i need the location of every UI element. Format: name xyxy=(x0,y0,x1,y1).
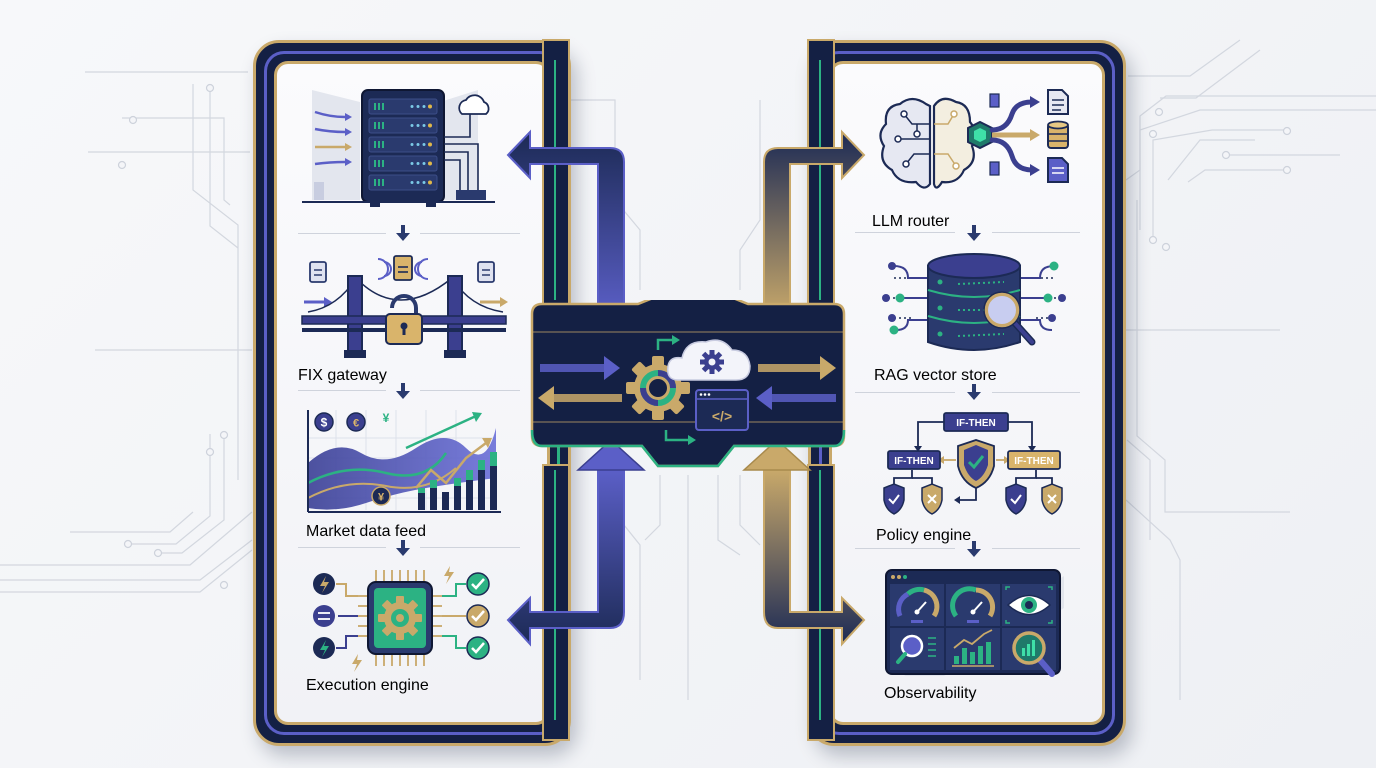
market-chart-icon: $ € ¥ ¥ xyxy=(307,410,501,513)
cloud-gear-icon xyxy=(666,339,751,381)
divider xyxy=(992,392,1080,393)
stage-label: Observability xyxy=(884,685,977,702)
shield-x-icon xyxy=(921,483,943,515)
down-arrow-icon xyxy=(396,540,410,556)
lightning-icon xyxy=(320,576,329,593)
stage-rag-vector-store[interactable]: RAG vector store xyxy=(874,250,1074,384)
svg-text:¥: ¥ xyxy=(383,411,390,425)
arrow-hub-to-observability xyxy=(742,438,866,647)
svg-text:¥: ¥ xyxy=(378,492,385,504)
dashboard-icon xyxy=(885,569,1064,677)
divider xyxy=(420,390,520,391)
magnifier-icon xyxy=(896,634,936,664)
chip-gear-icon xyxy=(313,566,490,672)
svg-text:IF-THEN: IF-THEN xyxy=(1014,456,1053,467)
integration-hub[interactable]: </> xyxy=(528,294,848,475)
document-icon xyxy=(1047,89,1069,115)
magnifier-icon xyxy=(983,291,1036,346)
shield-check-icon xyxy=(1005,483,1027,515)
stage-label: LLM router xyxy=(872,213,950,230)
divider xyxy=(855,232,955,233)
shield-x-icon xyxy=(1041,483,1063,515)
divider xyxy=(298,233,386,234)
svg-text:</>: </> xyxy=(712,408,732,424)
arrow-out-left-icon xyxy=(538,386,622,410)
down-arrow-icon xyxy=(396,225,410,241)
check-icon xyxy=(471,642,485,654)
svg-text:$: $ xyxy=(321,416,328,430)
arrow-in-right-icon xyxy=(756,386,836,410)
rail-right xyxy=(807,39,835,741)
document-icon xyxy=(1047,157,1069,183)
stage-label: Policy engine xyxy=(876,527,972,544)
gear-icon xyxy=(378,596,422,640)
stage-label: FIX gateway xyxy=(298,367,387,384)
svg-text:IF-THEN: IF-THEN xyxy=(894,456,933,467)
stage-label: Market data feed xyxy=(306,523,427,540)
stage-llm-router[interactable]: LLM router xyxy=(872,84,1082,230)
brain-router-icon xyxy=(879,89,1069,189)
gauge-icon xyxy=(896,586,996,618)
document-icon xyxy=(309,261,327,283)
down-arrow-icon xyxy=(967,384,981,400)
bridge-lock-icon xyxy=(301,255,508,358)
divider xyxy=(992,548,1080,549)
arrow-out-right-icon xyxy=(758,356,836,380)
divider xyxy=(298,547,386,548)
shield-check-icon xyxy=(883,483,905,515)
svg-text:IF-THEN: IF-THEN xyxy=(956,418,995,429)
server-rack-icon xyxy=(302,89,495,207)
stage-observability[interactable]: Observability xyxy=(884,568,1074,708)
divider xyxy=(420,547,520,548)
database-icon xyxy=(1047,120,1069,149)
divider xyxy=(992,232,1080,233)
arrow-hub-to-execution xyxy=(506,438,646,647)
flow-arrow-icon xyxy=(656,338,688,442)
eye-icon xyxy=(1005,586,1053,624)
code-window-icon: </> xyxy=(695,389,749,431)
hub-body: </> xyxy=(530,294,846,468)
arrow-in-left-icon xyxy=(540,356,620,380)
stage-ingress[interactable] xyxy=(300,82,520,222)
down-arrow-icon xyxy=(396,383,410,399)
stage-label: Execution engine xyxy=(306,677,429,694)
magnifier-chart-icon xyxy=(1012,631,1055,677)
lightning-icon xyxy=(320,640,329,657)
check-icon xyxy=(471,610,485,622)
divider xyxy=(298,390,386,391)
svg-text:€: € xyxy=(353,418,359,430)
stage-fix-gateway[interactable]: FIX gateway xyxy=(298,252,518,384)
stage-policy-engine[interactable]: IF-THEN IF-THEN IF-THEN Policy engine xyxy=(876,410,1076,544)
stage-label: RAG vector store xyxy=(874,367,997,384)
stage-market-data-feed[interactable]: $ € ¥ ¥ Market data feed xyxy=(306,408,506,540)
divider xyxy=(855,548,955,549)
currency-coin-icon: $ € ¥ ¥ xyxy=(314,411,391,506)
divider xyxy=(855,392,955,393)
stage-execution-engine[interactable]: Execution engine xyxy=(306,562,506,702)
down-arrow-icon xyxy=(967,225,981,241)
divider xyxy=(420,233,520,234)
database-search-icon xyxy=(882,253,1066,351)
check-icon xyxy=(471,578,485,590)
bar-chart-icon xyxy=(952,629,994,667)
down-arrow-icon xyxy=(967,541,981,557)
rail-left xyxy=(542,39,570,741)
if-then-tree-icon: IF-THEN IF-THEN IF-THEN xyxy=(883,412,1063,515)
